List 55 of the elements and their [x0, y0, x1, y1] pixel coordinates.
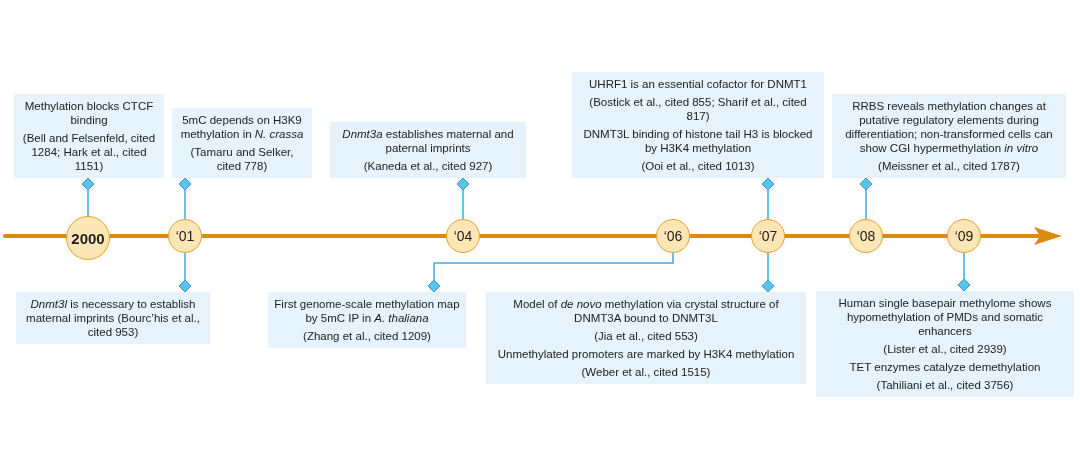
- event-text: Dnmt3a establishes maternal and paternal imprints: [341, 126, 515, 155]
- event-text: Model of de novo methylation via crystal structure of DNMT3A bound to DNMT3L: [512, 297, 780, 326]
- event-text: (Bostick et al., cited 855; Sharif et al., cited 817): [588, 94, 808, 123]
- event-box: [816, 291, 1074, 398]
- event-text: (Weber et al., cited 1515): [580, 365, 712, 380]
- year-circle: [168, 219, 202, 253]
- event-text: (Ooi et al., cited 1013): [640, 159, 756, 173]
- event-box: [16, 292, 210, 345]
- year-circle: [751, 219, 785, 253]
- connector-line: [178, 252, 192, 293]
- event-text: (Bell and Felsenfeld, cited 1284; Hark et al., cited 1151): [21, 130, 157, 173]
- year-label: ‘06: [663, 228, 683, 244]
- event-box: [330, 121, 526, 178]
- event-box: [268, 292, 466, 349]
- connector-line: [81, 177, 95, 217]
- event-box: [486, 292, 806, 385]
- event-text: 5mC depends on H3K9 methylation in N. crassa: [179, 112, 305, 141]
- event-text: (Meissner et al., cited 1787): [877, 159, 1021, 173]
- connector-line: [761, 252, 775, 293]
- connector-line: [178, 177, 192, 220]
- event-text: RRBS reveals methylation changes at putative regulatory elements during differentiation; non-transformed cells can show CGI hypermethylation in vitro: [844, 98, 1054, 155]
- year-label: ‘07: [758, 228, 778, 244]
- event-text: (Lister et al., cited 2939): [882, 342, 1008, 357]
- year-label: 2000: [71, 229, 105, 247]
- event-box: [172, 107, 312, 178]
- event-box: [14, 93, 164, 178]
- event-text: (Jia et al., cited 553): [593, 329, 699, 344]
- event-text: (Kaneda et al., cited 927): [362, 159, 494, 173]
- event-text: Unmethylated promoters are marked by H3K4 methylation: [496, 347, 796, 362]
- event-text: Human single basepair methylome shows hypomethylation of PMDs and somatic enhancers: [837, 296, 1053, 339]
- event-text: TET enzymes catalyze demethylation: [848, 360, 1042, 375]
- connector-line: [859, 177, 873, 220]
- year-circle: [947, 219, 981, 253]
- year-circle: [66, 216, 110, 260]
- event-text: Dnmt3l is necessary to establish maternal imprints (Bourc’his et al., cited 953): [25, 297, 201, 340]
- event-text: First genome-scale methylation map by 5mC IP in A. thaliana: [274, 297, 460, 326]
- event-text: Methylation blocks CTCF binding: [23, 98, 155, 127]
- connector-line: [957, 252, 971, 292]
- year-label: ‘04: [453, 228, 473, 244]
- event-text: (Tahiliani et al., cited 3756): [875, 378, 1015, 393]
- year-label: ‘08: [856, 228, 876, 244]
- connector-line: [761, 177, 775, 220]
- year-circle: [656, 219, 690, 253]
- year-label: ‘09: [954, 228, 974, 244]
- event-text: (Zhang et al., cited 1209): [302, 329, 432, 344]
- year-circle: [446, 219, 480, 253]
- event-text: (Tamaru and Selker, cited 778): [189, 144, 295, 173]
- event-text: UHRF1 is an essential cofactor for DNMT1: [588, 76, 808, 91]
- event-box: [572, 71, 824, 178]
- year-label: ‘01: [175, 228, 195, 244]
- event-box: [832, 93, 1066, 178]
- year-circle: [849, 219, 883, 253]
- connector-line: [427, 252, 674, 293]
- connector-line: [456, 177, 470, 220]
- event-text: DNMT3L binding of histone tail H3 is blocked by H3K4 methylation: [582, 126, 814, 155]
